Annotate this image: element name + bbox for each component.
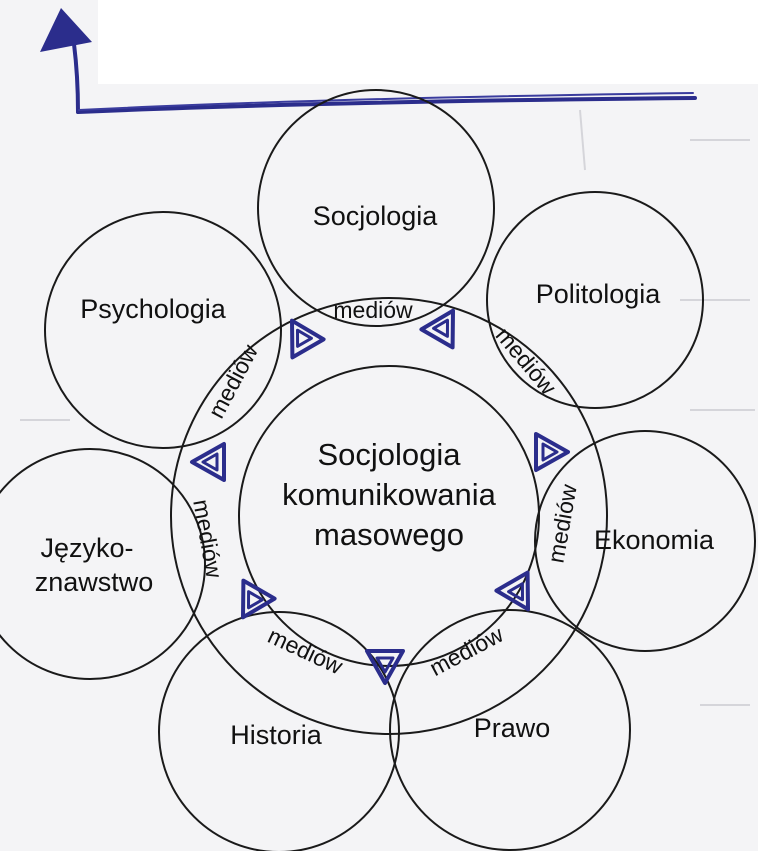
outer-circles <box>0 89 756 851</box>
center-label-2: komunikowania <box>282 477 496 512</box>
bleed-through-lines <box>20 109 755 706</box>
triangle-icon <box>290 318 326 360</box>
outer-label-historia: Historia <box>230 720 323 750</box>
mask-rect <box>98 0 758 84</box>
center-label-3: masowego <box>314 517 464 552</box>
outer-circle-historia <box>158 611 400 851</box>
outer-circle-ekonomia <box>534 430 756 652</box>
triangle-icon <box>494 570 530 612</box>
band-label-medio: mediów <box>333 297 413 323</box>
triangle-marks <box>190 308 570 685</box>
triangle-icon <box>534 432 570 472</box>
outer-label-psychologia: Psychologia <box>80 294 227 324</box>
up-arrow-icon <box>40 8 697 114</box>
triangle-icon <box>365 649 405 685</box>
outer-circle-jezykoznawstwo <box>0 448 206 680</box>
outer-label-jezykoznawstwo-1: Języko- <box>40 533 133 563</box>
outer-label-politologia: Politologia <box>536 279 662 309</box>
center-label-1: Socjologia <box>317 437 461 472</box>
outer-circle-socjologia <box>257 89 495 327</box>
outer-label-jezykoznawstwo-2: znawstwo <box>35 567 154 597</box>
outer-label-socjologia: Socjologia <box>313 201 439 231</box>
outer-circle-psychologia <box>44 211 282 449</box>
outer-circle-politologia <box>486 191 704 409</box>
triangle-icon <box>419 308 455 350</box>
triangle-icon <box>190 442 226 482</box>
outer-label-ekonomia: Ekonomia <box>594 525 715 555</box>
triangle-icon <box>241 578 277 620</box>
band-outer-ring <box>170 297 608 735</box>
outer-label-prawo: Prawo <box>474 713 551 743</box>
outer-circle-prawo <box>389 609 631 851</box>
ring-band <box>170 297 608 735</box>
